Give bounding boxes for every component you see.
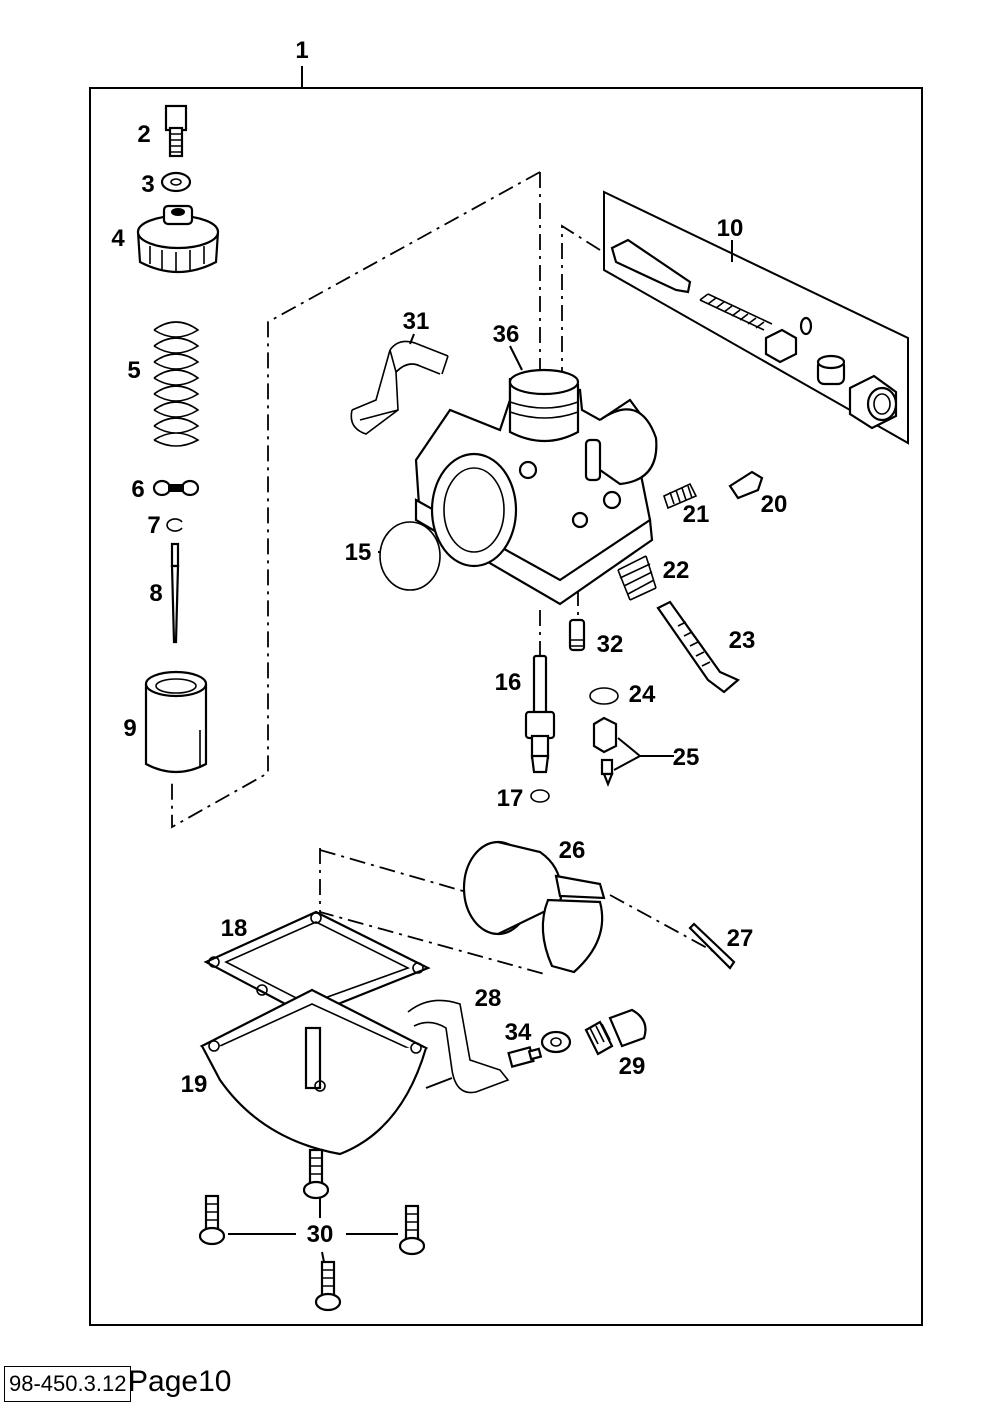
- part-17-washer: [530, 789, 550, 803]
- dash-line-float-top: [319, 849, 471, 894]
- needle-assembly-box: [603, 190, 909, 445]
- part-16-needle-jet: [524, 654, 556, 774]
- label-part-32: 32: [597, 631, 624, 658]
- part-23-stop-screw: [656, 600, 741, 694]
- part-25-float-valve: [592, 716, 618, 787]
- part-4-cap: [136, 204, 220, 274]
- leader-30: [228, 1198, 398, 1263]
- part-19-float-bowl: [199, 988, 429, 1156]
- part-31-vent-hose: [350, 340, 449, 435]
- label-part-7: 7: [147, 512, 160, 539]
- leader-36: [509, 345, 523, 371]
- part-24-washer: [589, 687, 619, 705]
- label-part-31: 31: [403, 308, 430, 335]
- page-number: Page10: [128, 1365, 232, 1398]
- leader-25: [613, 737, 674, 771]
- label-part-5: 5: [127, 357, 140, 384]
- dash-line-float: [319, 848, 549, 976]
- needle-part: [610, 238, 692, 294]
- label-part-8: 8: [149, 580, 162, 607]
- label-part-9: 9: [123, 715, 136, 742]
- part-2-adjuster-screw: [164, 104, 188, 158]
- part-7-e-clip: [166, 518, 183, 532]
- label-part-36: 36: [493, 321, 520, 348]
- part-30-screw-bottom: [314, 1260, 342, 1312]
- assembly-frame: [89, 87, 923, 1326]
- label-part-21: 21: [683, 501, 710, 528]
- label-part-22: 22: [663, 557, 690, 584]
- label-part-25: 25: [673, 744, 700, 771]
- label-part-2: 2: [137, 121, 150, 148]
- part-15-o-ring: [379, 521, 441, 591]
- part-32-pilot-jet: [568, 618, 586, 652]
- part-28-drain-hose: [407, 999, 510, 1094]
- label-part-27: 27: [727, 925, 754, 952]
- dash-line-pin: [609, 894, 721, 956]
- part-26-float: [462, 840, 606, 974]
- label-part-18: 18: [221, 915, 248, 942]
- label-part-28: 28: [475, 985, 502, 1012]
- label-part-15: 15: [345, 539, 372, 566]
- label-part-4: 4: [111, 225, 125, 252]
- label-part-29: 29: [619, 1053, 646, 1080]
- part-27-float-pin: [688, 922, 736, 970]
- label-part-24: 24: [629, 681, 656, 708]
- part-6-needle-clip: [152, 479, 200, 497]
- part-30-screw-left: [198, 1194, 226, 1246]
- label-part-26: 26: [559, 837, 586, 864]
- part-22-throttle-spring: [617, 555, 657, 601]
- carburetor-body: [414, 368, 658, 606]
- label-part-3: 3: [141, 171, 154, 198]
- needle-spring: [699, 293, 773, 331]
- label-part-30: 30: [307, 1221, 334, 1248]
- needle-nut: [764, 328, 798, 364]
- document-code: 98-450.3.12: [4, 1366, 132, 1402]
- label-part-23: 23: [729, 627, 756, 654]
- part-30-screw-top: [302, 1148, 330, 1200]
- leader-31: [409, 333, 415, 345]
- dash-line-needle: [561, 224, 601, 470]
- part-5-spring: [153, 321, 200, 447]
- needle-sleeve: [848, 374, 898, 430]
- label-part-10: 10: [717, 215, 744, 242]
- part-29-drain-screw: [584, 1008, 647, 1056]
- label-part-34: 34: [505, 1019, 532, 1046]
- part-21-spring: [663, 482, 698, 510]
- part-20-idle-screw: [728, 470, 764, 500]
- label-part-6: 6: [131, 476, 144, 503]
- drain-washer: [540, 1030, 572, 1054]
- part-30-screw-right: [398, 1204, 426, 1256]
- part-18-gasket: [203, 910, 431, 1018]
- part-3-nut: [160, 171, 192, 193]
- part-34-fitting: [507, 1046, 543, 1068]
- label-part-20: 20: [761, 491, 788, 518]
- label-part-1: 1: [295, 37, 308, 64]
- part-8-jet-needle: [170, 542, 180, 644]
- needle-cap: [816, 354, 846, 386]
- label-part-17: 17: [497, 785, 524, 812]
- part-9-throttle-slide: [144, 670, 208, 774]
- label-part-16: 16: [495, 669, 522, 696]
- needle-clip: [799, 316, 813, 336]
- label-part-19: 19: [181, 1071, 208, 1098]
